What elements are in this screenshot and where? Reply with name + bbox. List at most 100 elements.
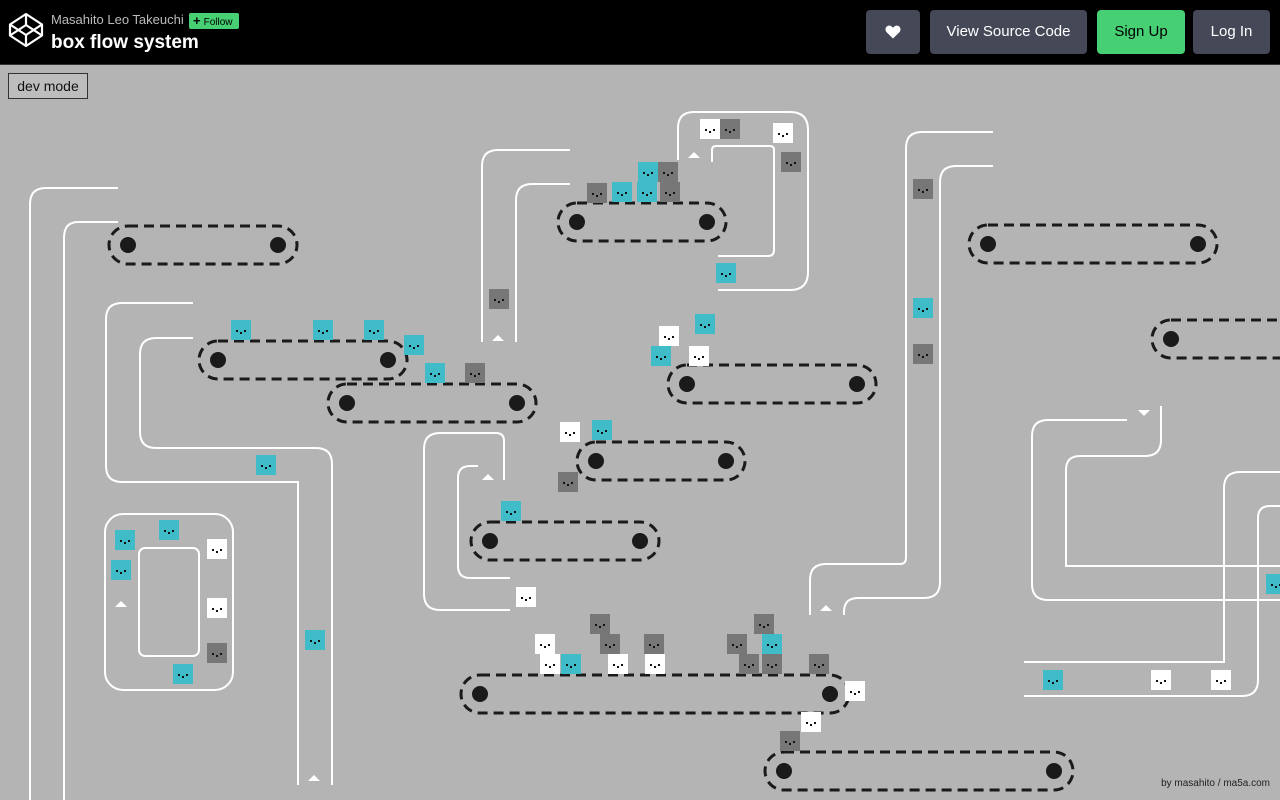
face-box-gray: [720, 119, 740, 139]
roller-icon: [718, 453, 734, 469]
top-bar: Masahito Leo Takeuchi +Follow box flow s…: [0, 0, 1280, 65]
face-box-gray: [644, 634, 664, 654]
conveyor-belt: [107, 224, 299, 266]
face-box-white: [207, 539, 227, 559]
face-box-gray: [727, 634, 747, 654]
rail-loop: [104, 513, 234, 691]
face-box-cyan: [231, 320, 251, 340]
flow-arrow-icon: [1138, 410, 1150, 416]
face-box-gray: [590, 614, 610, 634]
flow-arrow-icon: [820, 605, 832, 611]
face-box-white: [1151, 670, 1171, 690]
roller-icon: [776, 763, 792, 779]
rail: [515, 183, 570, 342]
face-box-white: [801, 712, 821, 732]
face-box-cyan: [762, 634, 782, 654]
rail: [457, 465, 510, 579]
roller-icon: [472, 686, 488, 702]
rail: [718, 111, 809, 291]
conveyor-belt: [575, 440, 747, 482]
face-box-white: [560, 422, 580, 442]
face-box-cyan: [305, 630, 325, 650]
rail: [1065, 406, 1280, 567]
roller-icon: [822, 686, 838, 702]
rail: [677, 111, 790, 160]
codepen-logo-icon[interactable]: [8, 12, 44, 48]
flow-arrow-icon: [115, 601, 127, 607]
flow-arrow-icon: [688, 152, 700, 158]
conveyor-belt: [666, 363, 878, 405]
follow-label: Follow: [203, 17, 233, 28]
face-box-gray: [207, 643, 227, 663]
face-box-cyan: [501, 501, 521, 521]
heart-button[interactable]: [866, 10, 920, 54]
rail: [1024, 505, 1280, 697]
face-box-gray: [780, 731, 800, 751]
roller-icon: [849, 376, 865, 392]
login-button[interactable]: Log In: [1193, 10, 1270, 54]
face-box-cyan: [159, 520, 179, 540]
face-box-cyan: [1043, 670, 1063, 690]
face-box-gray: [762, 654, 782, 674]
conveyor-belt: [326, 382, 538, 424]
rail: [1024, 471, 1280, 663]
face-box-white: [773, 123, 793, 143]
follow-button[interactable]: +Follow: [189, 13, 239, 29]
roller-icon: [588, 453, 604, 469]
face-box-white: [645, 654, 665, 674]
conveyor-belt: [197, 339, 409, 381]
plus-icon: +: [193, 13, 201, 28]
rail: [843, 165, 993, 615]
dev-mode-button[interactable]: dev mode: [8, 73, 88, 99]
rail: [481, 149, 570, 342]
rail: [1031, 419, 1280, 601]
face-box-white: [1211, 670, 1231, 690]
face-box-gray: [600, 634, 620, 654]
roller-icon: [569, 214, 585, 230]
heart-icon: [885, 25, 901, 39]
rail: [423, 432, 510, 611]
face-box-gray: [465, 363, 485, 383]
roller-icon: [632, 533, 648, 549]
view-source-button[interactable]: View Source Code: [930, 10, 1087, 54]
conveyor-belts: [107, 201, 1280, 792]
author-name[interactable]: Masahito Leo Takeuchi: [51, 12, 184, 27]
rail: [29, 187, 118, 800]
face-box-cyan: [115, 530, 135, 550]
roller-icon: [270, 237, 286, 253]
face-box-gray: [587, 183, 607, 203]
face-box-cyan: [173, 664, 193, 684]
face-box-cyan: [651, 346, 671, 366]
face-box-gray: [913, 344, 933, 364]
conveyor-belt: [967, 223, 1219, 265]
face-box-cyan: [913, 298, 933, 318]
face-box-cyan: [637, 182, 657, 202]
face-box-gray: [809, 654, 829, 674]
face-box-white: [689, 346, 709, 366]
conveyor-belt: [459, 673, 851, 715]
face-box-cyan: [638, 162, 658, 182]
face-box-gray: [489, 289, 509, 309]
face-box-white: [845, 681, 865, 701]
rail: [711, 145, 775, 257]
face-box-white: [535, 634, 555, 654]
roller-icon: [980, 236, 996, 252]
face-box-gray: [781, 152, 801, 172]
face-box-cyan: [364, 320, 384, 340]
face-box-cyan: [716, 263, 736, 283]
face-boxes: [111, 119, 1280, 751]
face-box-cyan: [561, 654, 581, 674]
flow-arrow-icon: [308, 775, 320, 781]
face-box-gray: [658, 162, 678, 182]
conveyor-belt: [763, 750, 1075, 792]
rail-loop: [138, 547, 200, 657]
conveyor-belt: [1150, 318, 1280, 360]
roller-icon: [1190, 236, 1206, 252]
roller-icon: [1046, 763, 1062, 779]
conveyor-belt: [556, 201, 728, 243]
face-box-cyan: [404, 335, 424, 355]
rail: [495, 432, 505, 480]
face-box-gray: [913, 179, 933, 199]
roller-icon: [699, 214, 715, 230]
signup-button[interactable]: Sign Up: [1097, 10, 1185, 54]
